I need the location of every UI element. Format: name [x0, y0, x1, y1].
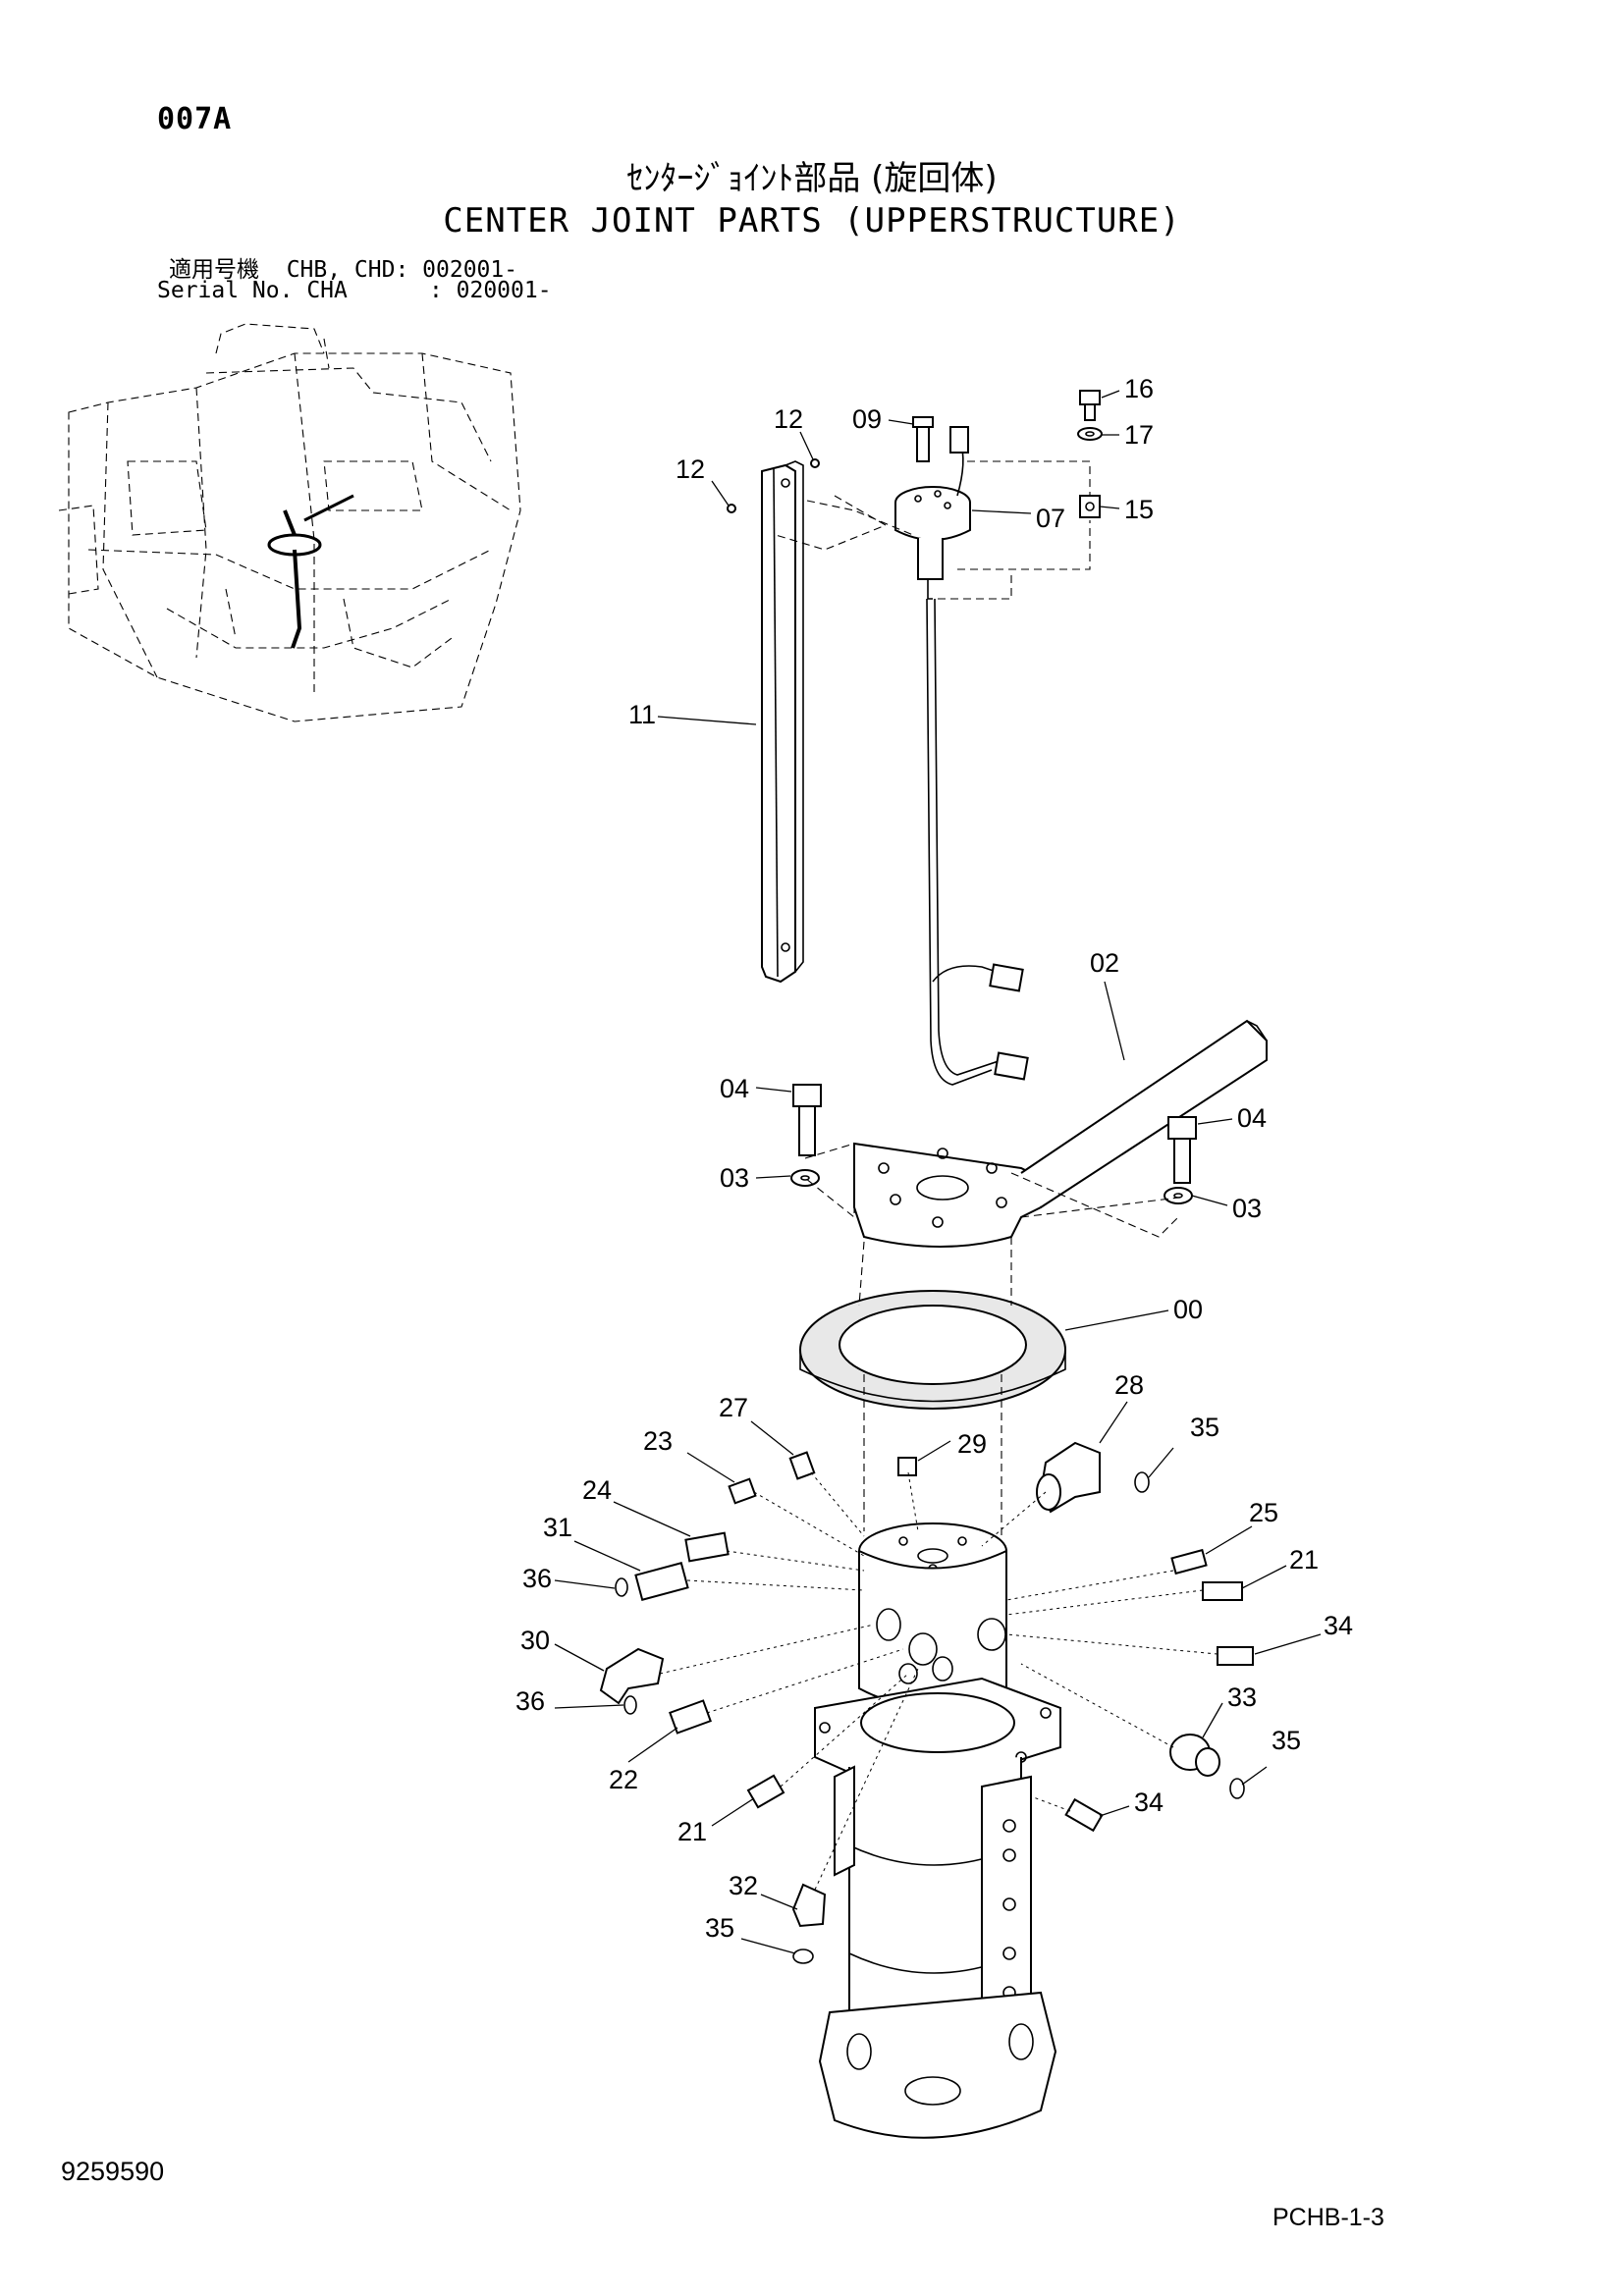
callout-21-lower: 21 [677, 1817, 707, 1846]
callout-labels: 16 12 09 17 12 07 15 11 02 04 04 03 03 0… [515, 374, 1353, 1943]
callout-22: 22 [609, 1765, 638, 1794]
part-00-seal-ring [799, 1290, 1066, 1410]
callout-36-upper: 36 [522, 1564, 552, 1593]
small-fasteners-top [727, 390, 1103, 518]
callout-31: 31 [543, 1513, 572, 1542]
callout-00: 00 [1173, 1295, 1203, 1324]
callout-09: 09 [852, 404, 882, 434]
callout-36-lower: 36 [515, 1686, 545, 1716]
part-02-plate [853, 1019, 1268, 1248]
title-japanese: ｾﾝﾀｰｼﾞｮｲﾝﾄ部品 (旋回体) [626, 159, 998, 198]
callout-02: 02 [1090, 948, 1119, 978]
machine-overview-sketch [58, 323, 521, 722]
callout-25: 25 [1249, 1498, 1278, 1527]
callout-04-left: 04 [720, 1074, 749, 1103]
center-joint-body [814, 1522, 1061, 2139]
callout-03-right: 03 [1232, 1194, 1262, 1223]
part-11-bar [761, 460, 804, 984]
document-number: 9259590 [61, 2157, 165, 2186]
callout-34-right: 34 [1324, 1611, 1353, 1640]
callout-16: 16 [1124, 374, 1154, 403]
callout-35-top: 35 [1190, 1413, 1219, 1442]
callout-23: 23 [643, 1426, 673, 1456]
serial-applicability-line-1: 適用号機 CHB, CHD: 002001- [169, 257, 518, 283]
callout-30: 30 [520, 1626, 550, 1655]
serial-applicability-line-2: Serial No. CHA : 020001- [157, 278, 552, 303]
callout-07: 07 [1036, 504, 1065, 533]
page-reference: PCHB-1-3 [1272, 2204, 1384, 2231]
callout-12-top: 12 [774, 404, 803, 434]
page-code: 007A [157, 102, 233, 136]
callout-12-left: 12 [676, 454, 705, 484]
callout-35-lower: 35 [705, 1913, 734, 1943]
callout-35-right: 35 [1272, 1726, 1301, 1755]
callout-24: 24 [582, 1475, 612, 1505]
callout-27: 27 [719, 1393, 748, 1422]
callout-33: 33 [1227, 1682, 1257, 1712]
callout-15: 15 [1124, 495, 1154, 524]
callout-17: 17 [1124, 420, 1154, 450]
bolts-04-washers-03 [790, 1084, 1197, 1204]
callout-29: 29 [957, 1429, 987, 1459]
assembly-guide-lines [659, 460, 1218, 1891]
callout-11: 11 [628, 700, 656, 729]
callout-32: 32 [729, 1871, 758, 1900]
callout-34-lower: 34 [1134, 1788, 1164, 1817]
title-english: CENTER JOINT PARTS (UPPERSTRUCTURE) [443, 201, 1181, 240]
callout-03-left: 03 [720, 1163, 749, 1193]
callout-28: 28 [1114, 1370, 1144, 1400]
callout-21-right: 21 [1289, 1545, 1319, 1575]
callout-04-right: 04 [1237, 1103, 1267, 1133]
leader-lines [554, 390, 1322, 1954]
part-07-sensor-harness [894, 426, 1029, 1086]
